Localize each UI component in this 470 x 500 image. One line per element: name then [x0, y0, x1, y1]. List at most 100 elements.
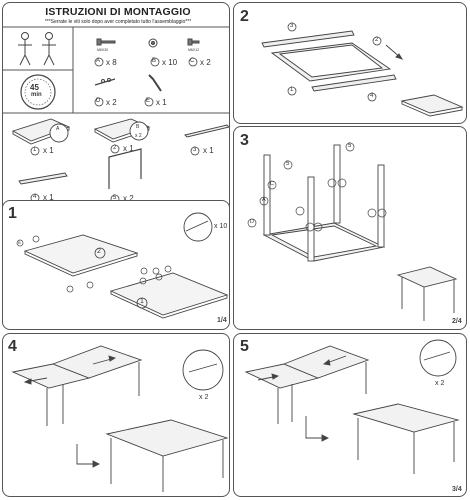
legs-drawing: [263, 144, 385, 262]
step-3-panel: 3 5 5 C A D 2/4: [233, 126, 467, 330]
frame-on-legs-drawing: [262, 222, 386, 262]
page-title: ISTRUZIONI DI MONTAGGIO: [45, 6, 191, 18]
step-4-panel: 4 x 2: [2, 333, 230, 497]
step-2-number: 2: [240, 8, 249, 25]
hardware-qty-d: x 2: [106, 98, 117, 107]
cam-bolt-icon: [94, 78, 116, 86]
hardware-letter-d: D: [96, 98, 101, 104]
hardware-grid: [3, 26, 229, 204]
hardware-code-c: M6X12: [188, 48, 200, 52]
hardware-qty-c: x 2: [200, 58, 211, 67]
hardware-letter-e: E: [146, 98, 151, 104]
step-3-number: 3: [240, 132, 249, 149]
hardware-qty-b: x 10: [162, 58, 178, 67]
step-3-letter-c: C: [270, 181, 274, 187]
hardware-qty-e: x 1: [156, 98, 167, 107]
dowel-markers: [16, 235, 172, 293]
panel-2-drawing: [23, 234, 139, 277]
step-3-letter-circles: [247, 142, 387, 232]
step-5-flow-arrow-icon: [305, 416, 330, 442]
panel-number-circles: [94, 247, 148, 309]
step-2-part-1: 1: [290, 87, 294, 93]
step-1-panel-2-label: 2: [97, 248, 101, 255]
rail-4-drawing: [311, 74, 397, 92]
step-3-letter-a: A: [262, 197, 266, 203]
step-2-part-3: 3: [290, 23, 294, 29]
part-2-qty: x 1: [123, 144, 134, 153]
step-4-illustration: [11, 345, 229, 492]
step-1-number: 1: [8, 205, 17, 222]
allen-key-icon: [148, 74, 162, 92]
hardware-letter-b: B: [152, 58, 157, 64]
step-2-part-4: 4: [370, 93, 374, 99]
hardware-qty-a: x 8: [106, 58, 117, 67]
screw-icon: [96, 38, 116, 46]
step-2-part-2: 2: [375, 37, 379, 43]
two-persons-icon: [18, 32, 56, 66]
step-1-page: 1/4: [217, 317, 227, 324]
step-1-callout-qty: x 10: [214, 223, 228, 230]
closed-table: [352, 403, 460, 474]
step-3-illustration: [247, 142, 458, 321]
step-1-illustration: [16, 212, 229, 319]
part-4-number: 4: [33, 194, 37, 200]
step-1-marker: B: [18, 240, 21, 245]
step-4-detail-callout: [182, 349, 224, 391]
step-2-illustration: [261, 22, 464, 117]
step-4-arrow-icon: [23, 355, 117, 385]
step-1-detail-callout: [183, 212, 213, 242]
step-5-illustration: [244, 339, 460, 474]
closing-table-top: [244, 345, 370, 424]
step-2-arrow-icon: [385, 44, 404, 60]
step-4-callout-qty: x 2: [199, 394, 209, 401]
step-5-detail-callout: [419, 339, 457, 377]
part-4-drawing: [18, 172, 68, 185]
step-4-number: 4: [8, 338, 17, 355]
step-2-panel: 2 3 2 1 4: [233, 2, 467, 124]
part-3-number: 3: [193, 147, 197, 153]
intro-panel: ISTRUZIONI DI MONTAGGIO ***Serrate le vi…: [2, 2, 230, 214]
extended-table: [105, 419, 229, 492]
step-5-page: 3/4: [452, 486, 462, 493]
panel-1-drawing: [109, 272, 229, 319]
part-5-drawing: [108, 148, 142, 189]
step-5-panel: 5 x 2 3/4: [233, 333, 467, 497]
step-1-panel-1-label: 1: [140, 298, 144, 305]
hardware-letter-circles: [94, 57, 198, 107]
step-3-part-label: 5: [286, 161, 290, 167]
small-panel-drawing: [400, 94, 464, 117]
hole-label-a: A: [56, 126, 60, 132]
part-5-number: 5: [113, 195, 117, 201]
step-2-part-circles: [287, 22, 382, 102]
hardware-code-a: M6X30: [97, 48, 109, 52]
step-1-panel: 1 2 1 B x 10 1/4: [2, 200, 230, 330]
part-5-qty: x 2: [123, 194, 134, 203]
step-3-part-label-2: 5: [348, 143, 352, 149]
clock-icon: [20, 74, 56, 110]
dowel-icon: [148, 38, 158, 48]
step-4-flow-arrow-icon: [76, 444, 101, 468]
hole-label-qty: x 2: [135, 133, 142, 139]
step-5-callout-qty: x 2: [435, 380, 445, 387]
step-3-letter-d: D: [250, 219, 254, 225]
step-5-number: 5: [240, 338, 249, 355]
frame-drawing: [270, 42, 392, 82]
step-5-arrow-icon: [257, 355, 347, 381]
time-value: 45: [30, 83, 39, 92]
hole-detail-callout: [49, 121, 149, 143]
part-1-qty: x 1: [43, 146, 54, 155]
extending-table-top: [11, 345, 143, 426]
hardware-letter-a: A: [96, 58, 101, 64]
header: ISTRUZIONI DI MONTAGGIO ***Serrate le vi…: [7, 6, 229, 34]
part-3-qty: x 1: [203, 146, 214, 155]
part-2-number: 2: [113, 145, 117, 151]
hole-label-b: B: [136, 124, 140, 130]
rail-3-drawing: [261, 30, 355, 48]
small-table-drawing: [396, 266, 458, 321]
part-4-qty: x 1: [43, 193, 54, 202]
part-1-number: 1: [33, 147, 37, 153]
step-3-page: 2/4: [452, 318, 462, 325]
part-3-drawing: [184, 124, 229, 138]
time-unit: min: [31, 92, 42, 98]
short-screw-icon: [187, 38, 200, 46]
